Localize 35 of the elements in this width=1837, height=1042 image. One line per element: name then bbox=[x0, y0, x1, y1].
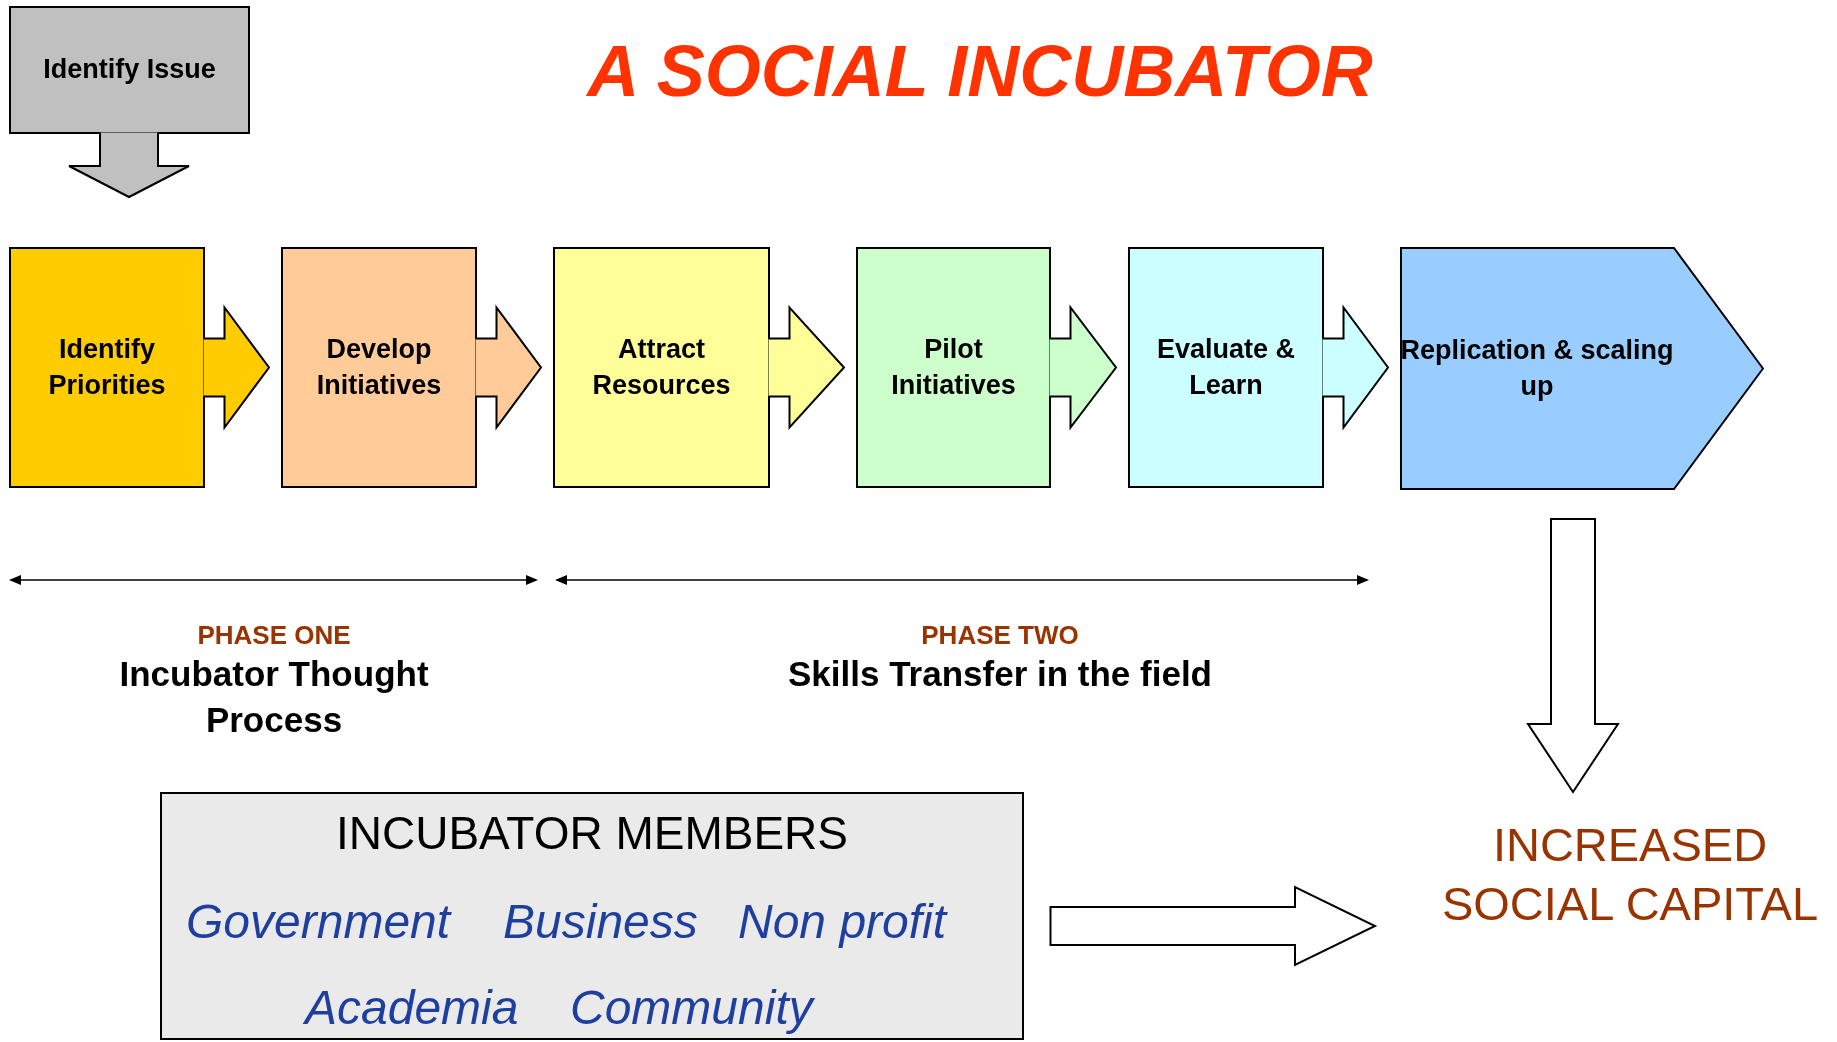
member-label: Business bbox=[503, 894, 698, 949]
block-arrow bbox=[68, 131, 190, 199]
block-arrow bbox=[1526, 518, 1620, 794]
pentagon-arrow-box bbox=[1400, 247, 1764, 490]
panel-heading: INCUBATOR MEMBERS bbox=[335, 806, 849, 860]
block-arrow bbox=[1321, 304, 1390, 431]
box-label: Attract Resources bbox=[591, 333, 732, 402]
process-box bbox=[1128, 247, 1324, 488]
phase-description: Incubator Thought Process bbox=[118, 653, 430, 741]
member-label: Community bbox=[570, 980, 813, 1035]
process-box bbox=[281, 247, 477, 488]
box-label: Pilot Initiatives bbox=[890, 333, 1017, 402]
block-arrow bbox=[1048, 304, 1118, 431]
phase-label: PHASE TWO bbox=[921, 620, 1079, 651]
box-label: Evaluate & Learn bbox=[1155, 333, 1297, 402]
box-label: Identify Issue bbox=[42, 53, 217, 87]
members-panel bbox=[160, 792, 1024, 1040]
box-label: Identify Priorities bbox=[47, 333, 167, 402]
block-arrow bbox=[1049, 885, 1378, 967]
member-label: Non profit bbox=[738, 894, 947, 949]
member-label: Academia bbox=[305, 980, 519, 1035]
process-box bbox=[553, 247, 770, 488]
block-arrow bbox=[202, 304, 271, 431]
process-box bbox=[9, 247, 205, 488]
box-label: Replication & scaling up bbox=[1400, 334, 1674, 403]
outcome-label: INCREASED SOCIAL CAPITAL bbox=[1440, 816, 1820, 932]
process-box bbox=[856, 247, 1051, 488]
block-arrow bbox=[474, 304, 543, 431]
process-box bbox=[9, 6, 250, 134]
member-label: Government bbox=[186, 894, 451, 949]
title: A SOCIAL INCUBATOR bbox=[585, 30, 1374, 112]
block-arrow bbox=[767, 304, 846, 431]
phase-description: Skills Transfer in the field bbox=[787, 653, 1213, 695]
box-label: Develop Initiatives bbox=[315, 333, 443, 402]
phase-label: PHASE ONE bbox=[197, 620, 351, 651]
